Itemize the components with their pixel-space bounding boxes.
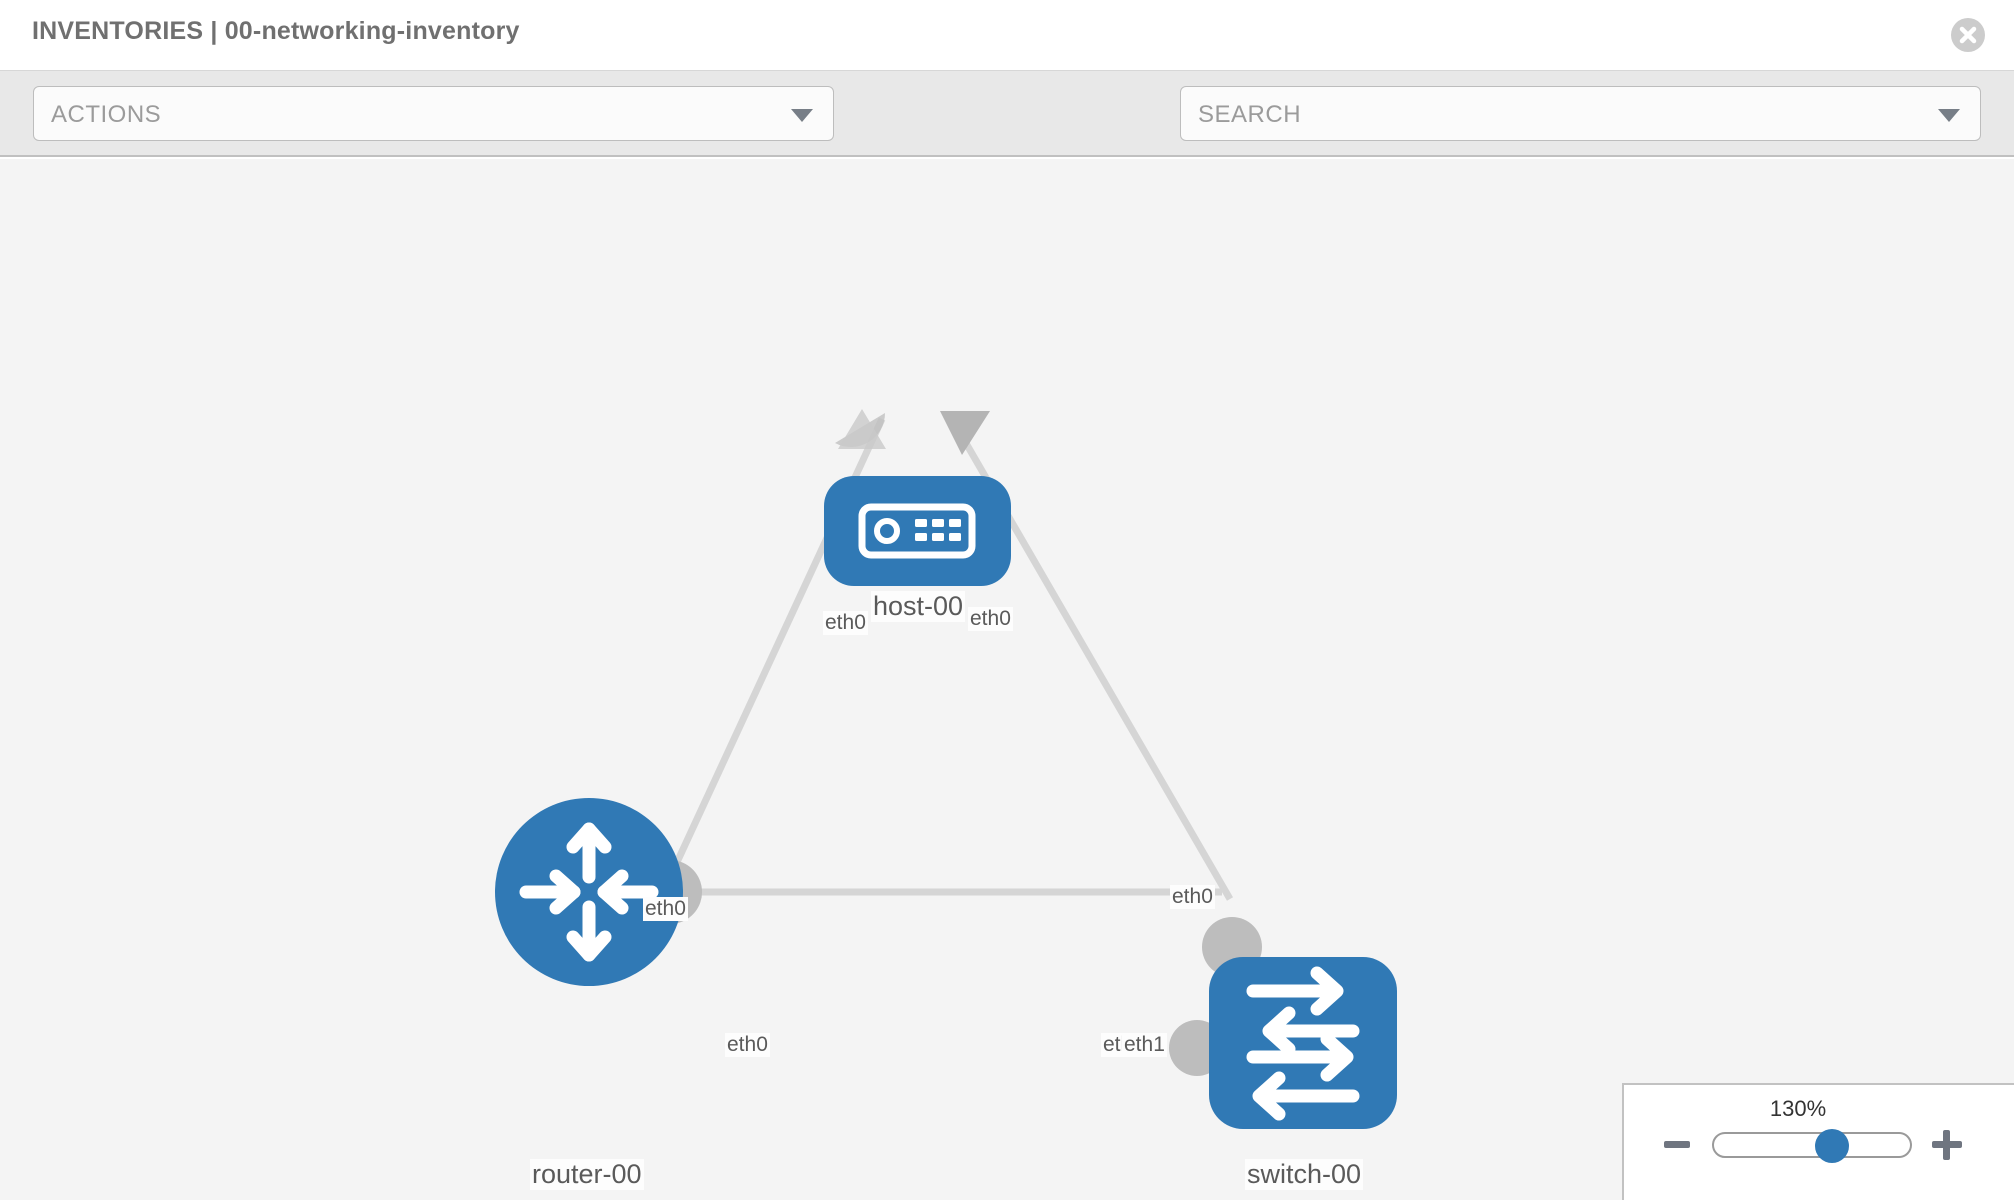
search-placeholder: SEARCH — [1198, 101, 1302, 128]
node-label-switch-00[interactable]: switch-00 — [1245, 1159, 1364, 1190]
chevron-down-icon — [791, 108, 813, 122]
node-router-00[interactable] — [495, 798, 683, 986]
socket-host-eth0-left[interactable] — [835, 409, 886, 449]
iface-label-switch-eth1[interactable]: eth1 — [1122, 1033, 1167, 1057]
iface-label-router-eth0[interactable]: eth0 — [725, 1033, 770, 1057]
node-label-host-00[interactable]: host-00 — [871, 591, 966, 622]
topology-graph — [495, 409, 1397, 1129]
socket-host-eth0-right[interactable] — [940, 411, 990, 455]
node-switch-00[interactable] — [1209, 957, 1397, 1129]
search-input[interactable]: SEARCH — [1180, 86, 1981, 141]
iface-label-switch-eth0-uplink[interactable]: eth0 — [1170, 885, 1215, 909]
zoom-level-value: 130% — [1769, 1096, 1827, 1121]
toolbar: ACTIONS SEARCH — [0, 71, 2014, 202]
close-icon[interactable] — [1950, 17, 1986, 53]
iface-label-router-eth0-uplink[interactable]: eth0 — [643, 897, 688, 921]
page-title: INVENTORIES | 00-networking-inventory — [32, 17, 520, 45]
topology-canvas[interactable]: host-00 router-00 switch-00 eth0 eth0 et… — [0, 159, 2014, 1200]
zoom-in-button[interactable] — [1932, 1130, 1962, 1160]
iface-label-host-eth0-right[interactable]: eth0 — [968, 607, 1013, 631]
page-header: INVENTORIES | 00-networking-inventory — [0, 0, 2014, 71]
actions-dropdown[interactable]: ACTIONS — [33, 86, 834, 141]
chevron-down-icon — [1938, 108, 1960, 122]
zoom-slider-thumb[interactable] — [1814, 1129, 1849, 1163]
zoom-out-button[interactable] — [1664, 1141, 1690, 1148]
iface-label-host-eth0-left[interactable]: eth0 — [823, 611, 868, 635]
zoom-control-panel: 130% — [1622, 1083, 2014, 1200]
node-host-00[interactable] — [824, 476, 1011, 586]
zoom-slider-track[interactable] — [1712, 1132, 1912, 1158]
actions-dropdown-label: ACTIONS — [51, 101, 162, 128]
node-label-router-00[interactable]: router-00 — [530, 1159, 644, 1190]
